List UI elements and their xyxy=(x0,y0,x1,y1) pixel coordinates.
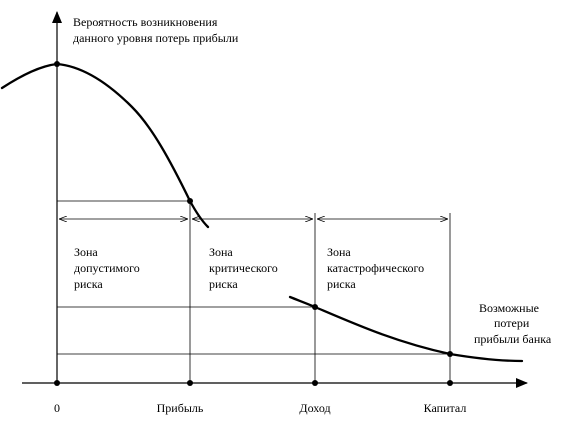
risk-curve-upper xyxy=(0,62,210,229)
zone-critical-line1: Зона xyxy=(209,245,233,259)
axis-point-income xyxy=(312,380,318,386)
curve-point-profit xyxy=(187,198,193,204)
zone-acceptable-line1: Зона xyxy=(74,245,98,259)
risk-curve-lower xyxy=(288,295,524,363)
tick-label-zero: 0 xyxy=(54,401,60,415)
curve-point-income xyxy=(312,304,318,310)
zone-catastrophic-line2: катастрофического xyxy=(327,261,424,275)
zone-critical-line2: критического xyxy=(209,261,278,275)
axis-point-zero xyxy=(54,380,60,386)
curve-point-capital xyxy=(447,351,453,357)
x-axis-label-line1: Возможные xyxy=(479,301,539,315)
curve-point-peak xyxy=(54,61,60,67)
axis-point-capital xyxy=(447,380,453,386)
zone-acceptable-line2: допустимого xyxy=(74,261,140,275)
axis-point-profit xyxy=(187,380,193,386)
x-axis-label-line3: прибыли банка xyxy=(474,332,552,346)
zone-acceptable-line3: риска xyxy=(74,277,103,291)
zone-critical-line3: риска xyxy=(209,277,238,291)
y-axis-label-line1: Вероятность возникновения xyxy=(73,15,218,29)
tick-label-profit: Прибыль xyxy=(157,401,204,415)
tick-label-income: Доход xyxy=(299,401,330,415)
zone-catastrophic-line1: Зона xyxy=(327,245,351,259)
y-axis-label-line2: данного уровня потерь прибыли xyxy=(73,31,239,45)
zone-catastrophic-line3: риска xyxy=(327,277,356,291)
x-axis-label-line2: потери xyxy=(494,316,530,330)
tick-label-capital: Капитал xyxy=(424,401,467,415)
